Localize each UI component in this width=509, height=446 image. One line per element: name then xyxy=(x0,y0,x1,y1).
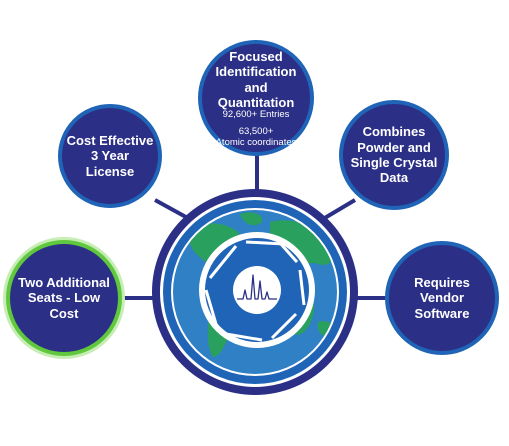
node-upper-left: Cost Effective 3 Year License xyxy=(66,120,154,192)
node-right: Requires Vendor Software xyxy=(398,270,486,326)
node-top-coordinates-label: Atomic coordinates xyxy=(215,137,297,149)
node-left-title: Two Additional Seats - Low Cost xyxy=(18,275,110,321)
node-upper-left-title: Cost Effective 3 Year License xyxy=(66,133,154,179)
node-upper-left-circle xyxy=(58,104,162,208)
node-upper-right-title: Combines Powder and Single Crystal Data xyxy=(350,124,438,186)
node-upper-right: Combines Powder and Single Crystal Data xyxy=(348,115,440,195)
node-top-entries: 92,600+ Entries xyxy=(222,109,290,121)
node-left: Two Additional Seats - Low Cost xyxy=(14,275,114,321)
node-right-circle xyxy=(385,241,499,355)
node-top: Focused Identification and Quantitation … xyxy=(206,48,306,149)
node-upper-right-circle xyxy=(339,100,449,210)
continent-greenland xyxy=(240,212,263,226)
node-left-circle xyxy=(6,240,122,356)
diffraction-peaks-icon xyxy=(237,274,277,300)
node-top-title: Focused Identification and Quantitation xyxy=(215,48,297,110)
satellite-circles xyxy=(3,40,499,359)
node-right-title: Requires Vendor Software xyxy=(414,275,470,321)
center-hub xyxy=(152,189,358,395)
node-top-circle xyxy=(198,40,314,156)
continent-north-america xyxy=(189,223,241,265)
aperture-icon xyxy=(199,232,315,348)
node-top-coordinates-count: 63,500+ xyxy=(238,126,274,138)
